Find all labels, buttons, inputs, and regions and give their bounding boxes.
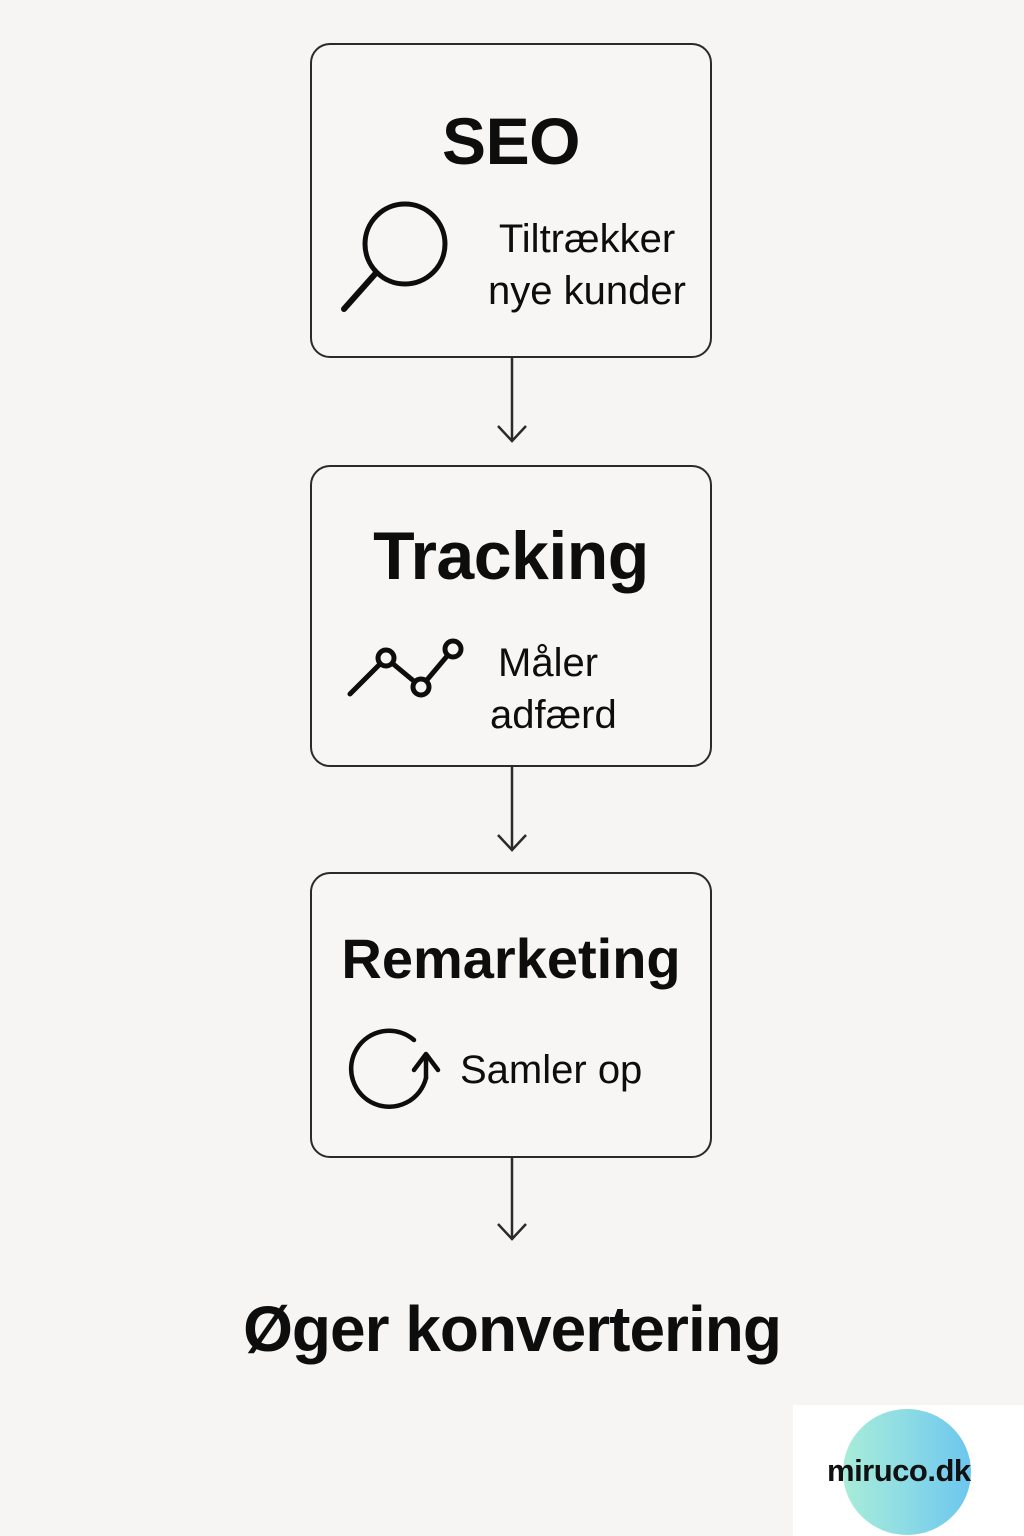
description-line: Måler [498, 641, 599, 685]
logo: miruco.dk [793, 1405, 1024, 1536]
description-line: Samler op [460, 1048, 643, 1092]
description-line: adfærd [490, 693, 617, 737]
arrow-down-icon [497, 1158, 527, 1241]
logo-text: miruco.dk [827, 1453, 971, 1488]
magnifier-icon [341, 201, 448, 312]
step-tracking-box: Tracking Måler adfærd [310, 465, 712, 767]
step-description: Tiltrækker nye kunder [472, 213, 702, 317]
description-line: nye kunder [488, 269, 686, 313]
step-seo-box: SEO Tiltrækker nye kunder [310, 43, 712, 358]
step-title: Remarketing [341, 927, 681, 990]
arrow-down-icon [497, 358, 527, 443]
step-title: Tracking [373, 518, 649, 594]
arrow-down-icon [497, 767, 527, 852]
description-line: Tiltrækker [498, 217, 676, 261]
step-description: Samler op [460, 1044, 642, 1096]
refresh-cycle-icon [348, 1028, 441, 1109]
result-text: Øger konvertering [243, 1293, 782, 1365]
step-title: SEO [442, 104, 580, 178]
line-chart-icon [347, 638, 464, 698]
step-remarketing-box: Remarketing Samler op [310, 872, 712, 1158]
step-description: Måler adfærd [490, 637, 617, 741]
logo-blob [843, 1409, 971, 1535]
